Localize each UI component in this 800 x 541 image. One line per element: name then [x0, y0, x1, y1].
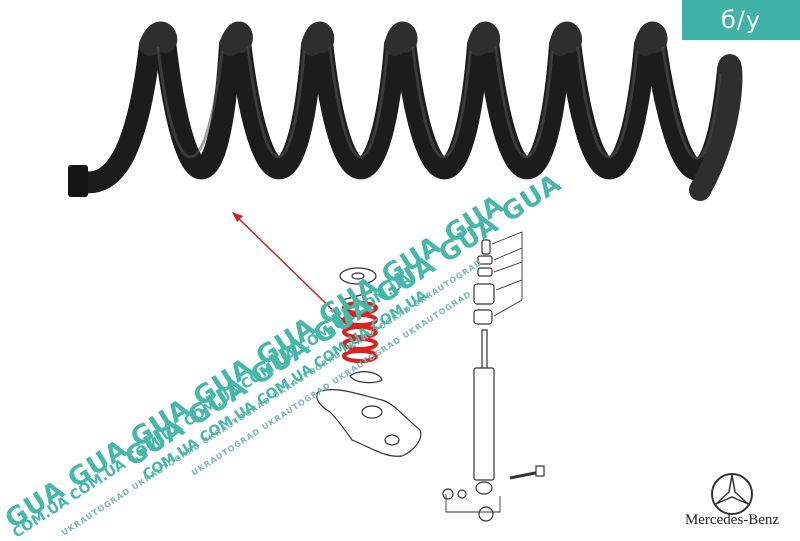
coil-spring-photo	[68, 21, 743, 201]
brand-name: Mercedes-Benz	[684, 512, 780, 528]
mercedes-star-icon	[711, 473, 753, 515]
condition-badge: б/у	[682, 0, 800, 40]
suspension-diagram	[316, 231, 545, 522]
highlighted-spring	[342, 301, 378, 363]
pointer-arrow	[232, 212, 346, 323]
